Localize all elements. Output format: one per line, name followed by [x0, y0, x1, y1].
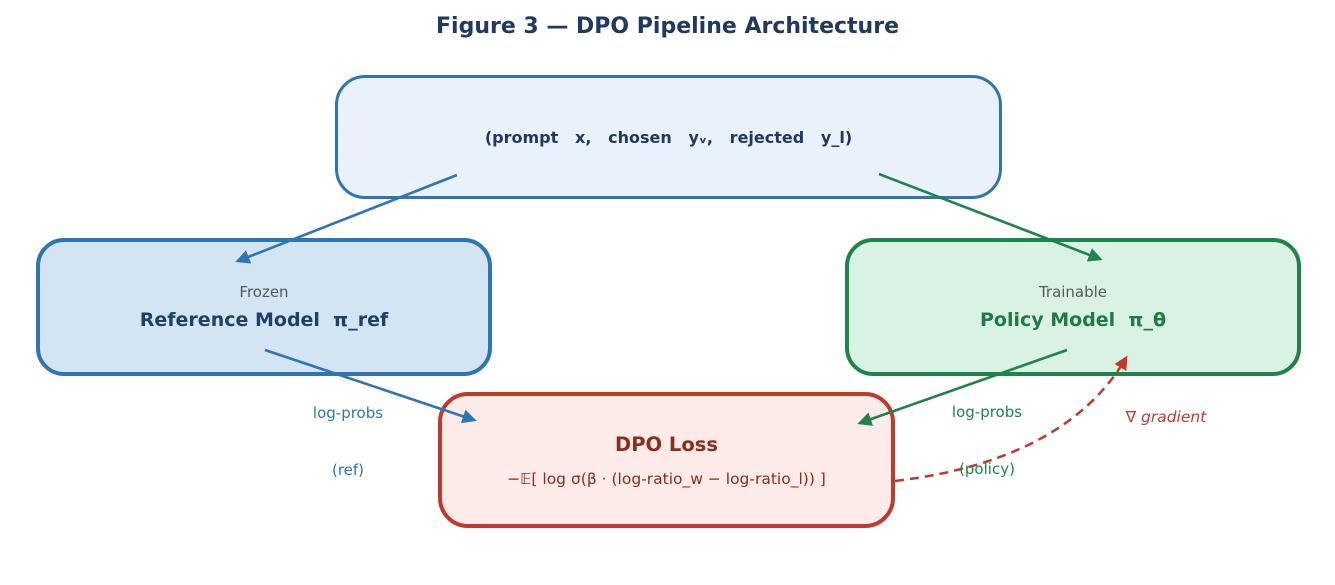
- reference-status-tag: Frozen: [239, 283, 289, 301]
- dpo-loss-title: DPO Loss: [615, 432, 718, 456]
- batch-label: (prompt x, chosen yᵥ, rejected y_l): [484, 127, 853, 147]
- edge-label-ref-logprobs-line1: log-probs: [312, 404, 384, 422]
- edge-label-ref-logprobs: log-probs (ref): [313, 366, 383, 518]
- edge-label-policy-logprobs-line1: log-probs: [951, 403, 1023, 421]
- node-reference-model: Frozen Reference Model π_ref: [36, 238, 492, 376]
- edge-label-ref-logprobs-line2: (ref): [331, 461, 365, 479]
- policy-model-label: Policy Model π_θ: [979, 309, 1167, 331]
- edge-label-policy-logprobs: log-probs (policy): [952, 365, 1022, 517]
- dpo-loss-formula: −𝔼[ log σ(β · (log-ratio_w − log-ratio_l…: [507, 469, 826, 488]
- figure-title: Figure 3 — DPO Pipeline Architecture: [436, 14, 899, 39]
- policy-status-tag: Trainable: [1038, 283, 1108, 301]
- node-policy-model: Trainable Policy Model π_θ: [845, 238, 1301, 376]
- reference-model-label: Reference Model π_ref: [139, 309, 389, 331]
- node-batch: (prompt x, chosen yᵥ, rejected y_l): [335, 75, 1002, 199]
- edge-label-gradient: ∇ gradient: [1125, 408, 1207, 426]
- edge-label-policy-logprobs-line2: (policy): [959, 460, 1015, 478]
- node-dpo-loss: DPO Loss −𝔼[ log σ(β · (log-ratio_w − lo…: [438, 392, 895, 528]
